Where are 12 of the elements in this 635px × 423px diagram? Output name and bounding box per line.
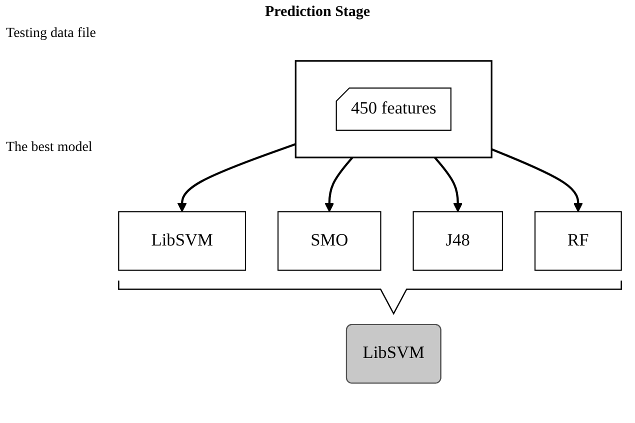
note-text: The best model [6,140,92,156]
diagram-title: Prediction Stage [264,4,372,21]
cluster [294,60,492,158]
note-text: Testing data file [6,26,96,42]
node-box: RF [534,211,622,271]
arrow [434,156,463,212]
node-box: SMO [277,211,382,271]
node-box: J48 [412,211,503,271]
arrow [491,148,583,212]
node-box: LibSVM [118,211,246,271]
arrow [177,143,296,212]
arrow [324,156,354,212]
